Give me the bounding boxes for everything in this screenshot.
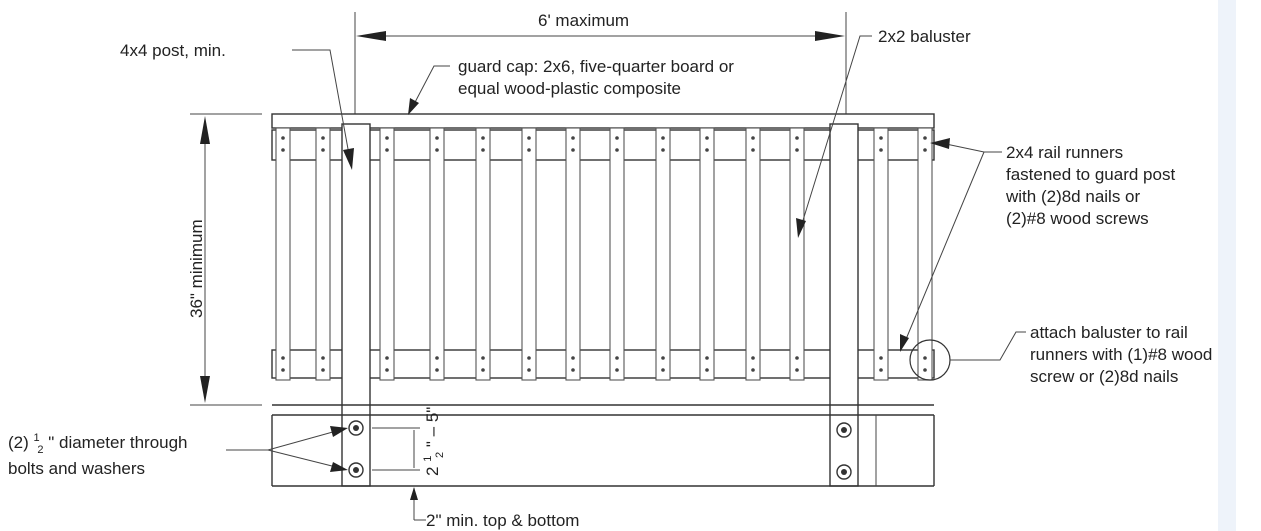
baluster bbox=[655, 127, 671, 381]
span-max-label: 6' maximum bbox=[538, 11, 629, 30]
baluster bbox=[699, 127, 715, 381]
attach-label-line2: runners with (1)#8 wood bbox=[1030, 345, 1212, 364]
bolt-spacing-dimension bbox=[372, 427, 420, 471]
baluster bbox=[429, 127, 445, 381]
cap-label-line2: equal wood-plastic composite bbox=[458, 79, 681, 98]
bolts-label-line1: (2) 1 2 " diameter through bbox=[8, 426, 188, 457]
rail-label-line4: (2)#8 wood screws bbox=[1006, 209, 1149, 228]
baluster bbox=[475, 127, 491, 381]
cap-label-line1: guard cap: 2x6, five-quarter board or bbox=[458, 57, 734, 76]
rail-label-line3: with (2)8d nails or bbox=[1005, 187, 1141, 206]
bolt-spacing-label: 2 1 2 " – 5" bbox=[416, 407, 447, 476]
bolts bbox=[348, 420, 852, 480]
baluster bbox=[745, 127, 761, 381]
baluster-group bbox=[275, 127, 933, 381]
baluster bbox=[789, 127, 805, 381]
attach-label-line3: screw or (2)8d nails bbox=[1030, 367, 1178, 386]
screw-dots bbox=[281, 136, 927, 372]
baluster bbox=[275, 127, 291, 381]
baluster bbox=[609, 127, 625, 381]
baluster bbox=[315, 127, 331, 381]
rail-label-line1: 2x4 rail runners bbox=[1006, 143, 1123, 162]
background-strip bbox=[1218, 0, 1236, 531]
post-label: 4x4 post, min. bbox=[120, 41, 226, 60]
baluster-label: 2x2 baluster bbox=[878, 27, 971, 46]
guard-cap bbox=[271, 113, 935, 129]
height-min-label: 36" minimum bbox=[187, 219, 206, 318]
rail-label-line2: fastened to guard post bbox=[1006, 165, 1175, 184]
edge-min-label: 2" min. top & bottom bbox=[426, 511, 579, 530]
baluster bbox=[917, 127, 933, 381]
baluster bbox=[873, 127, 889, 381]
height-dimension bbox=[190, 113, 262, 406]
span-dimension bbox=[354, 12, 847, 120]
baluster bbox=[521, 127, 537, 381]
baluster bbox=[565, 127, 581, 381]
baluster bbox=[379, 127, 395, 381]
bolts-label-line2: bolts and washers bbox=[8, 459, 145, 478]
rim-joist bbox=[271, 404, 935, 487]
guard-post-left bbox=[341, 123, 371, 487]
attach-label-line1: attach baluster to rail bbox=[1030, 323, 1188, 342]
